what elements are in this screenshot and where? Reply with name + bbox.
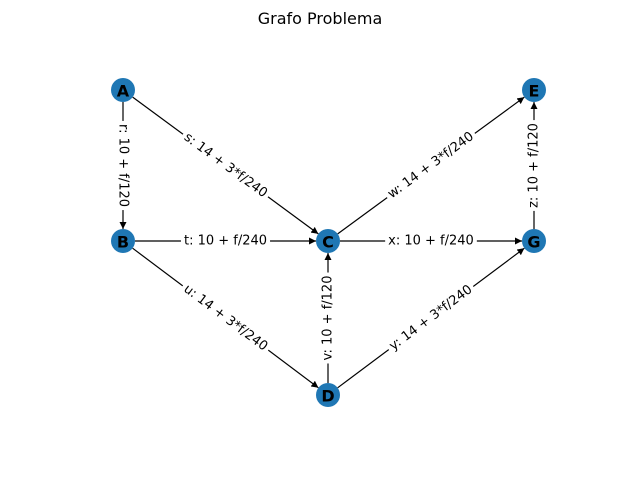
node-G: G [522, 229, 546, 253]
edge-label-bg-v [319, 272, 337, 364]
edge-label-text-s: s: 14 + 3*f/240 [181, 130, 270, 201]
nodes-layer: A B C D E G [111, 78, 546, 407]
node-label-E: E [529, 82, 540, 101]
edge-label-w: w: 14 + 3*f/240 [382, 126, 480, 205]
edge-label-bg-u [177, 279, 274, 357]
node-circle-E [522, 78, 546, 102]
edge-label-text-z: z: 10 + f/120 [527, 123, 542, 208]
edge-label-text-x: x: 10 + f/240 [388, 234, 474, 249]
node-circle-B [111, 229, 135, 253]
edge-label-text-r: r: 10 + f/120 [116, 124, 131, 207]
edge-label-text-y: y: 14 + 3*f/240 [387, 282, 476, 354]
edge-label-t: t: 10 + f/240 [180, 232, 271, 250]
edge-label-bg-r [114, 120, 132, 211]
node-E: E [522, 78, 546, 102]
node-label-G: G [527, 233, 540, 252]
node-circle-A [111, 78, 135, 102]
node-A: A [111, 78, 135, 102]
edge-label-bg-z [525, 120, 543, 211]
node-label-D: D [321, 387, 334, 406]
edge-label-r: r: 10 + f/120 [114, 120, 132, 211]
edge-label-bg-y [383, 279, 479, 357]
edge-label-bg-x [385, 232, 477, 250]
node-D: D [316, 383, 340, 407]
edge-label-text-t: t: 10 + f/240 [184, 234, 267, 249]
node-B: B [111, 229, 135, 253]
edge-label-y: y: 14 + 3*f/240 [383, 279, 479, 357]
edge-label-text-u: u: 14 + 3*f/240 [181, 282, 271, 355]
edge-label-s: s: 14 + 3*f/240 [177, 127, 274, 204]
graph-title: Grafo Problema [258, 9, 383, 28]
edge-label-text-w: w: 14 + 3*f/240 [385, 129, 477, 202]
edge-label-z: z: 10 + f/120 [525, 120, 543, 211]
node-circle-D [316, 383, 340, 407]
node-circle-G [522, 229, 546, 253]
edge-label-text-v: v: 10 + f/120 [321, 276, 336, 361]
node-C: C [316, 229, 340, 253]
edge-label-u: u: 14 + 3*f/240 [177, 279, 274, 357]
node-circle-C [316, 229, 340, 253]
edge-label-bg-t [180, 232, 271, 250]
node-label-A: A [117, 82, 130, 101]
edge-label-v: v: 10 + f/120 [319, 272, 337, 364]
edge-label-bg-w [382, 126, 480, 205]
node-label-B: B [117, 233, 129, 252]
edge-label-x: x: 10 + f/240 [385, 232, 477, 250]
edge-label-bg-s [177, 127, 274, 204]
node-label-C: C [322, 233, 334, 252]
